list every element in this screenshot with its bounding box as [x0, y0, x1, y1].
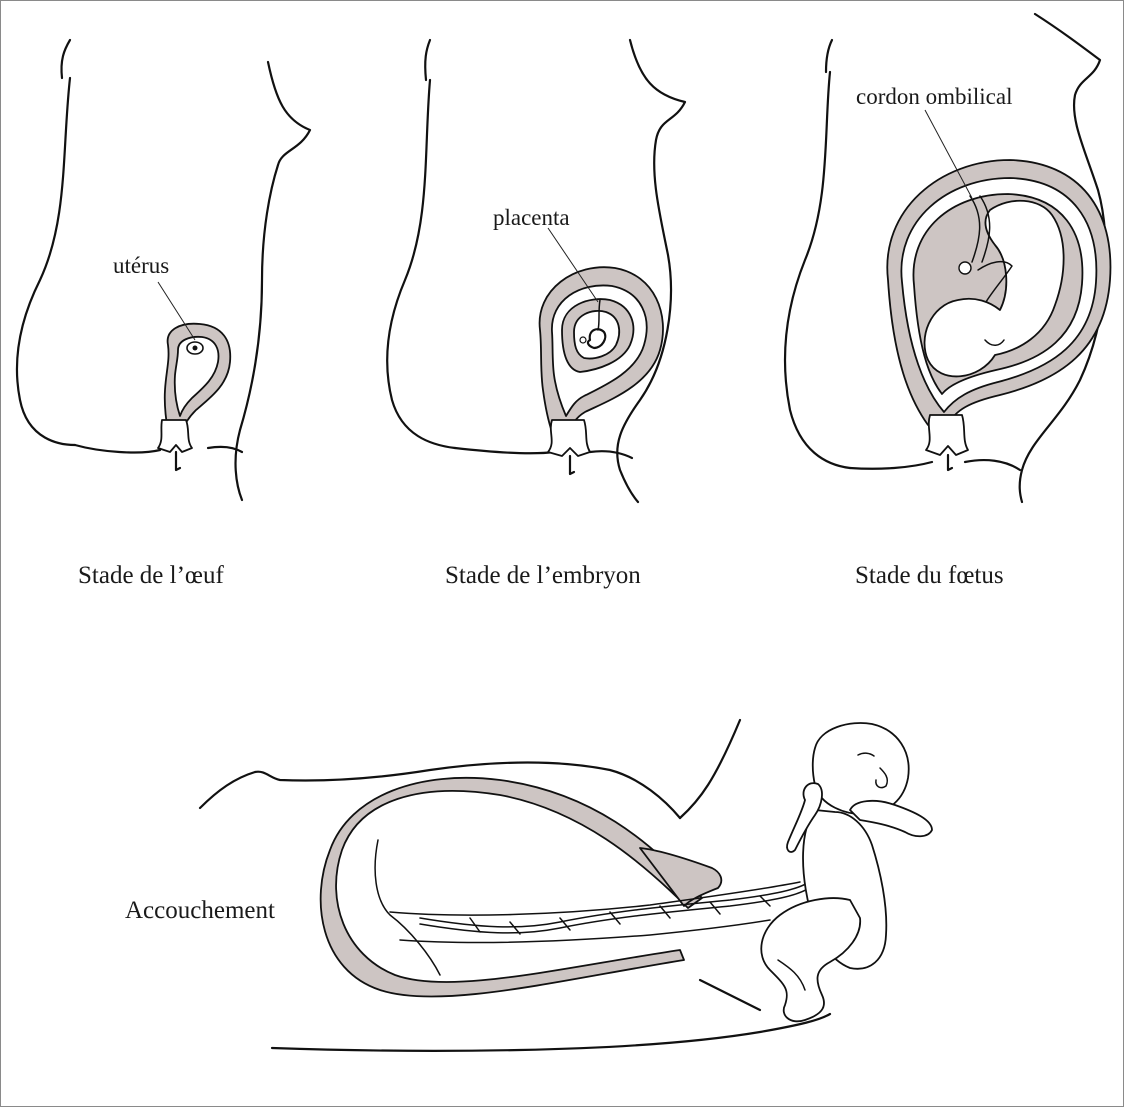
fetus-stage-caption: Stade du fœtus — [855, 562, 1004, 589]
embryo-stage-caption: Stade de l’embryon — [445, 562, 641, 589]
baby-head — [813, 723, 909, 814]
cervix-egg — [158, 420, 192, 452]
mother-outline-birth — [200, 720, 830, 1051]
umbilical-cord-birth — [420, 880, 812, 934]
cervix-fetus — [926, 415, 968, 455]
uterus-fetus-stage — [887, 160, 1110, 470]
uterus-wall-birth — [321, 778, 702, 997]
panel-birth: Accouchement — [125, 720, 932, 1051]
umbilical-cord-label: cordon ombilical — [856, 84, 1013, 109]
uterus-egg-stage — [158, 324, 230, 470]
panel-embryo-stage: placenta Stade de l’embryon — [387, 40, 685, 589]
cervix-embryo — [548, 420, 590, 456]
uterus-label: utérus — [113, 253, 169, 278]
body-outline-embryo — [387, 40, 685, 502]
uterus-embryo-stage — [540, 267, 663, 474]
panel-egg-stage: utérus Stade de l’œuf — [17, 40, 310, 589]
newborn-baby — [761, 723, 932, 1021]
birth-label: Accouchement — [125, 897, 275, 924]
uterus-birth — [321, 778, 800, 997]
egg-stage-caption: Stade de l’œuf — [78, 562, 224, 589]
placenta-label: placenta — [493, 205, 570, 230]
panel-fetus-stage: cordon ombilical Stade du fœtus — [785, 14, 1110, 589]
